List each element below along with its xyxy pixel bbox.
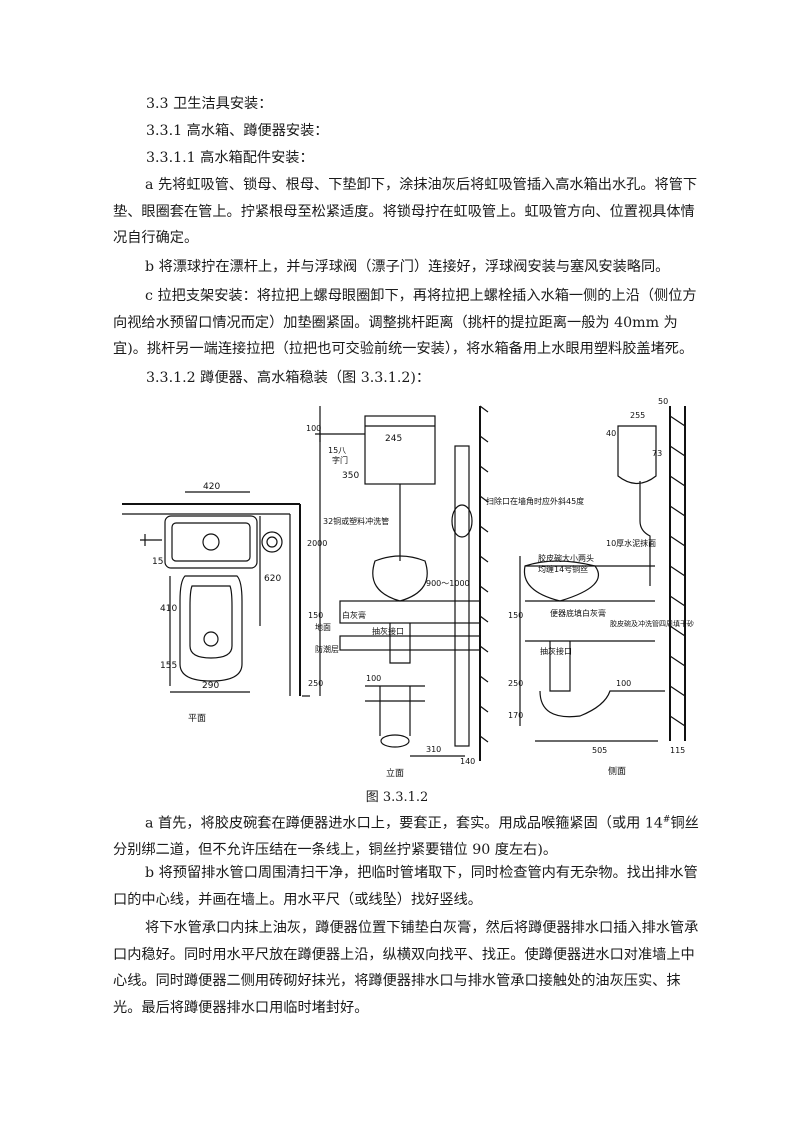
plan-title: 平面 <box>188 713 206 724</box>
paragraph-a1: a 先将虹吸管、锁母、根母、下垫卸下，涂抹油灰后将虹吸管插入高水箱出水孔。将管下… <box>113 177 698 246</box>
figure-caption: 图 3.3.1.2 <box>365 790 429 805</box>
elev-drain-label: 抽灰接口 <box>372 626 404 636</box>
side-dim-170: 170 <box>508 711 523 720</box>
side-dim-505: 505 <box>592 746 607 755</box>
elev-dim-15: 15八 <box>328 446 346 455</box>
elev-fill-label: 白灰膏 <box>342 610 366 620</box>
heading-3-3-1-2: 3.3.1.2 蹲便器、高水箱稳装（图 3.3.1.2)： <box>146 370 431 386</box>
heading-3-3-1: 3.3.1 高水箱、蹲便器安装： <box>146 123 329 139</box>
side-dim-50: 50 <box>658 397 668 406</box>
figure-3-3-1-2: 420 15 620 410 155 290 平面 100 245 15八 字门… <box>122 397 694 779</box>
elev-dim-250: 250 <box>308 679 323 688</box>
paragraph-a2-post: 铜丝分别绑二道，但不允许压结在一条线上，铜丝拧紧要错位 90 度左右)。 <box>113 815 699 859</box>
elev-ground-label: 地面 <box>315 622 331 632</box>
elev-dim-140: 140 <box>460 757 475 766</box>
heading-3-3-1-1: 3.3.1.1 高水箱配件安装： <box>146 150 314 166</box>
side-rubber-label: 胶皮碗大小两头 <box>538 553 594 563</box>
side-dim-40: 40 <box>606 429 616 438</box>
paragraph-a2: a 首先，将胶皮碗套在蹲便器进水口上，要套正，套实。用成品喉箍紧固（或用 14#… <box>113 807 703 864</box>
elev-dim-900-1000: 900～1000 <box>426 579 470 588</box>
elev-pipe-label: 32铜或塑料冲洗管 <box>323 516 389 526</box>
paragraph-c2: 将下水管承口内抹上油灰，蹲便器位置下铺垫白灰膏，然后将蹲便器排水口插入排水管承口… <box>113 920 699 1016</box>
elev-dim-100: 100 <box>306 424 321 433</box>
side-dim-73: 73 <box>652 449 662 458</box>
side-fill-label: 便器底填白灰膏 <box>550 608 606 618</box>
side-dim-250: 250 <box>508 679 523 688</box>
paragraph-b2: b 将预留排水管口周围清扫干净，把临时管堵取下，同时检查管内有无杂物。找出排水管… <box>113 865 698 908</box>
side-drain-label: 抽灰接口 <box>540 646 572 656</box>
elevation-view <box>302 405 489 761</box>
side-dim-255: 255 <box>630 411 645 420</box>
paragraph-b1: b 将漂球拧在漂杆上，并与浮球阀（漂子门）连接好，浮球阀安装与塞风安装略同。 <box>145 259 670 275</box>
side-title: 侧面 <box>608 765 626 777</box>
elev-zimen: 字门 <box>332 455 348 465</box>
elev-dim-150: 150 <box>308 611 323 620</box>
paragraph-c1: c 拉把支架安装：将拉把上螺母眼圈卸下，再将拉把上螺栓插入水箱一侧的上沿（侧位方… <box>113 288 697 357</box>
plan-dim-width-bottom: 290 <box>202 681 219 691</box>
elev-dim-245: 245 <box>385 434 402 444</box>
plan-dim-width-top: 420 <box>203 482 220 492</box>
plan-dim-inlet: 15 <box>152 557 163 567</box>
elev-dim-350: 350 <box>342 471 359 481</box>
elev-cleanout-label: 扫除口在墙角时应外斜45度 <box>486 496 584 506</box>
paragraph-a2-pre: a 首先，将胶皮碗套在蹲便器进水口上，要套正，套实。用成品喉箍紧固（或用 14 <box>145 815 663 832</box>
paragraph-a2-sup: # <box>662 815 671 825</box>
side-wire-label: 均缠14号铜丝 <box>538 564 588 574</box>
side-dim-100: 100 <box>616 679 631 688</box>
elev-title: 立面 <box>386 767 404 779</box>
plan-dim-410: 410 <box>160 604 177 614</box>
side-pipefill-label: 胶皮碗及冲洗管四周填干砂 <box>610 619 694 628</box>
side-plaster-label: 10厚水泥抹面 <box>606 538 656 548</box>
side-dim-115: 115 <box>670 746 685 755</box>
elev-dim-2000: 2000 <box>307 539 327 548</box>
side-view <box>519 406 686 742</box>
side-dim-150: 150 <box>508 611 523 620</box>
elev-dim-100b: 100 <box>366 674 381 683</box>
elev-waterproof-label: 防潮层 <box>315 644 339 654</box>
plan-view <box>122 491 301 696</box>
elev-dim-310: 310 <box>426 745 441 754</box>
heading-3-3: 3.3 卫生洁具安装： <box>146 96 273 112</box>
plan-dim-620: 620 <box>264 574 281 584</box>
plan-dim-155: 155 <box>160 661 177 671</box>
